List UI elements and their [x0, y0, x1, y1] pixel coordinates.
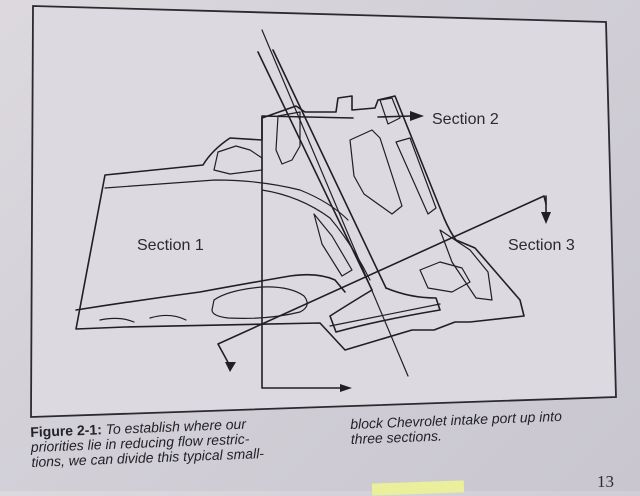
- arrow-right-icon: [410, 111, 424, 121]
- valve: [257, 29, 441, 377]
- arrow-down-icon: [541, 212, 551, 224]
- arrow-right-icon: [340, 384, 352, 392]
- section-3-label: Section 3: [508, 237, 575, 254]
- section-1-label: Section 1: [137, 237, 204, 254]
- figure-border: [30, 5, 617, 418]
- section-divider-lines: [217, 111, 551, 392]
- section-2-label: Section 2: [432, 111, 499, 128]
- arrow-down-icon: [225, 362, 236, 372]
- sticky-note: [371, 480, 465, 496]
- page-number: 13: [597, 472, 614, 491]
